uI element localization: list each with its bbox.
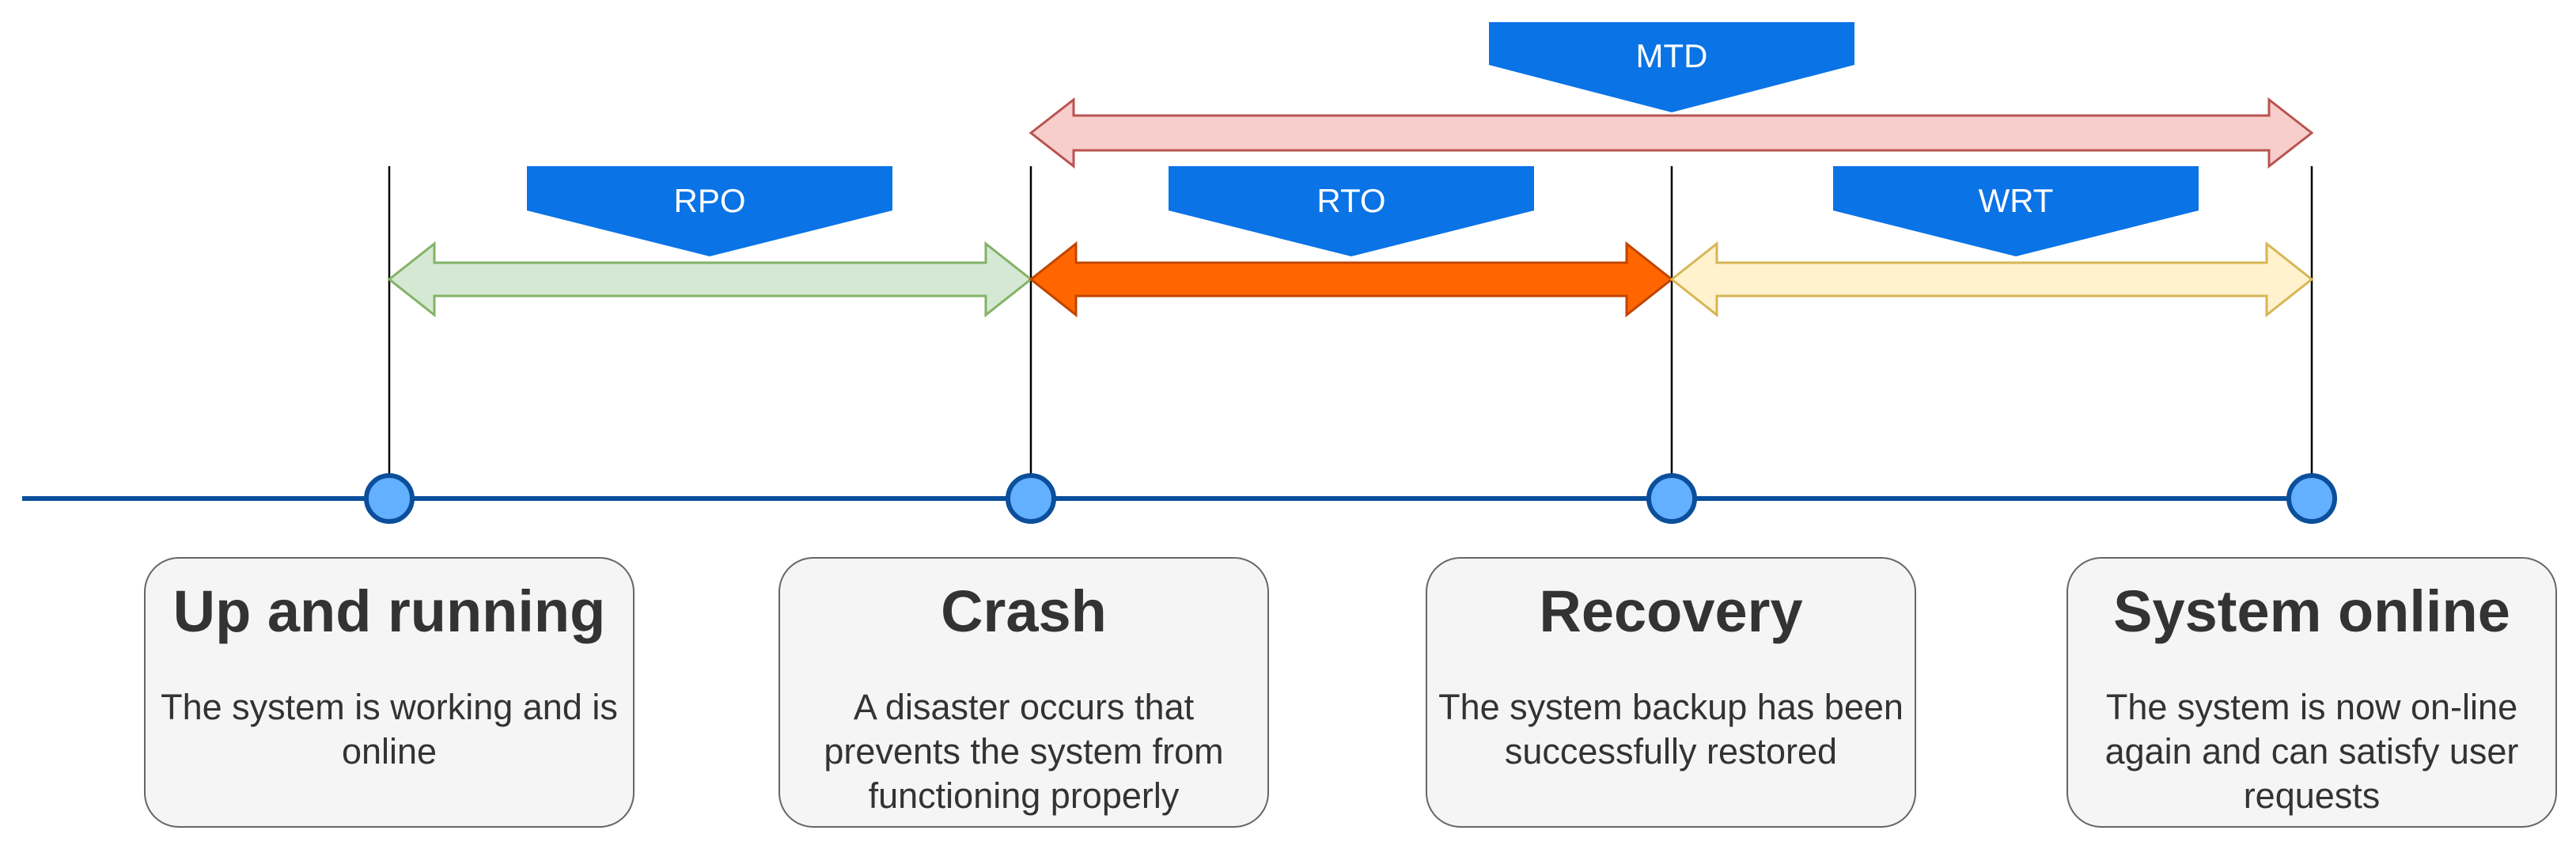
milestone-title: Recovery <box>1539 578 1803 644</box>
wrt-arrow <box>1669 241 2314 318</box>
rto-callout <box>1169 166 1534 256</box>
milestone-dot-crash <box>1006 473 1056 524</box>
milestone-dot-online <box>2286 473 2337 524</box>
milestone-title: System online <box>2113 578 2510 644</box>
mtd-callout <box>1489 22 1854 112</box>
milestone-card-system-online: System online The system is now on-line … <box>2066 557 2557 828</box>
milestone-description: The system is working and is online <box>161 687 618 771</box>
mtd-arrow <box>1029 97 2314 169</box>
wrt-label: WRT <box>1979 182 2054 219</box>
milestone-description: A disaster occurs that prevents the syst… <box>824 687 1224 816</box>
milestone-description: The system is now on-line again and can … <box>2104 687 2519 816</box>
milestone-title: Crash <box>941 578 1107 644</box>
milestone-dot-recovery <box>1646 473 1697 524</box>
milestone-card-up-and-running: Up and running The system is working and… <box>144 557 635 828</box>
rto-label: RTO <box>1316 182 1385 219</box>
milestone-title: Up and running <box>172 578 606 644</box>
milestone-description: The system backup has been successfully … <box>1438 687 1904 771</box>
rpo-label: RPO <box>673 182 745 219</box>
milestone-card-crash: Crash A disaster occurs that prevents th… <box>778 557 1269 828</box>
mtd-label: MTD <box>1636 37 1708 74</box>
milestone-card-recovery: Recovery The system backup has been succ… <box>1426 557 1916 828</box>
wrt-callout <box>1833 166 2199 256</box>
milestone-dot-up <box>364 473 415 524</box>
rpo-callout <box>527 166 892 256</box>
